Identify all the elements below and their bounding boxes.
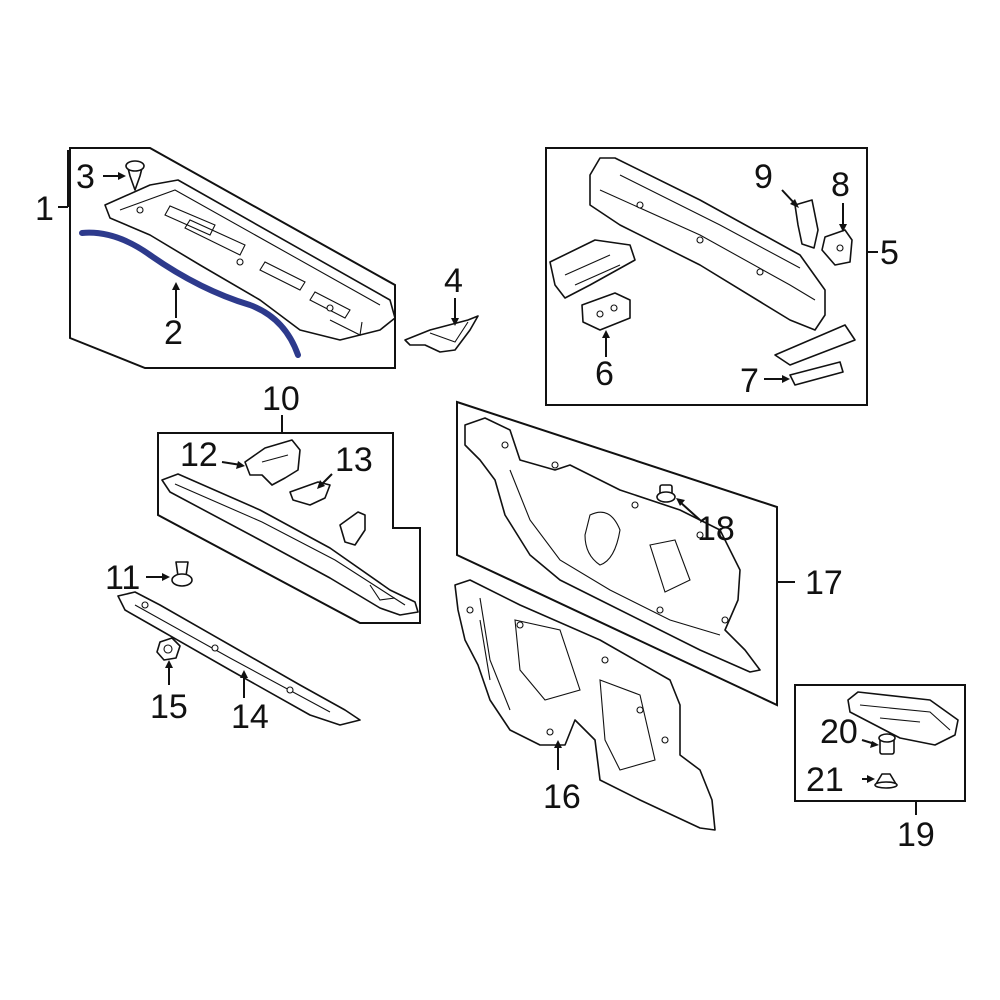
- group-5-box: [545, 147, 868, 406]
- fastener-20[interactable]: [878, 733, 896, 755]
- nut-15[interactable]: [156, 637, 181, 661]
- retainer-clip-21[interactable]: [874, 773, 898, 789]
- callout-8: 8: [831, 166, 850, 204]
- bolt-11[interactable]: [171, 561, 193, 587]
- callout-13: 13: [335, 441, 373, 479]
- weatherstrip-seal[interactable]: [79, 229, 301, 358]
- callout-7: 7: [740, 362, 759, 400]
- group-10-box: [157, 432, 421, 624]
- gusset-9[interactable]: [794, 199, 819, 249]
- group-17-box: [456, 400, 778, 707]
- upper-bracket-12[interactable]: [244, 439, 301, 486]
- callout-19: 19: [897, 816, 935, 854]
- reinforcement-rail-14[interactable]: [117, 591, 361, 726]
- extension-panel-19[interactable]: [847, 691, 959, 746]
- callout-21: 21: [806, 761, 844, 799]
- dash-insulator-17[interactable]: [464, 417, 761, 673]
- callout-17: 17: [805, 564, 843, 602]
- cowl-panel[interactable]: [589, 157, 826, 331]
- side-bracket-4[interactable]: [404, 315, 479, 353]
- callout-16: 16: [543, 778, 581, 816]
- callout-20: 20: [820, 713, 858, 751]
- callout-15: 15: [150, 688, 188, 726]
- callout-4: 4: [444, 262, 463, 300]
- callout-6: 6: [595, 355, 614, 393]
- retainer-18[interactable]: [656, 484, 676, 503]
- support-bracket-6[interactable]: [581, 292, 631, 331]
- callout-10: 10: [262, 380, 300, 418]
- callout-5: 5: [880, 234, 899, 272]
- callout-18: 18: [697, 510, 735, 548]
- callout-2: 2: [164, 314, 183, 352]
- support-bracket-6a[interactable]: [549, 239, 636, 299]
- extension-bracket-7[interactable]: [774, 324, 856, 386]
- callout-9: 9: [754, 158, 773, 196]
- callout-1: 1: [35, 190, 54, 228]
- group-1-box: [69, 147, 396, 369]
- callout-11: 11: [105, 559, 140, 597]
- callout-14: 14: [231, 698, 269, 736]
- cross-member[interactable]: [161, 473, 419, 616]
- clip-3[interactable]: [125, 160, 145, 191]
- small-bracket-8[interactable]: [821, 229, 853, 266]
- group-19-box: [794, 684, 966, 802]
- callout-12: 12: [180, 436, 218, 474]
- callout-3: 3: [76, 158, 95, 196]
- cowl-top-panel[interactable]: [104, 179, 396, 341]
- dash-panel-16[interactable]: [454, 579, 716, 831]
